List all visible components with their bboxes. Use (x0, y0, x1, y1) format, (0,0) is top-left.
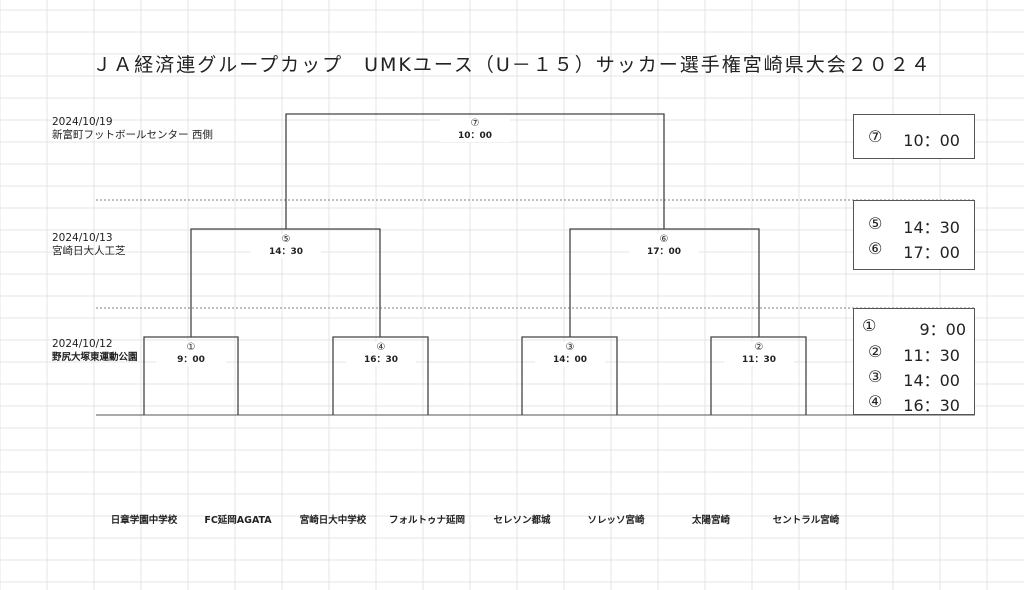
match-label-5: ⑤ 14：30 (251, 234, 321, 258)
team-name: 日章学園中学校 (110, 515, 178, 526)
match-label-3: ③ 14：00 (535, 342, 605, 366)
match-label-6: ⑥ 17：00 (629, 234, 699, 258)
round-venue: 野尻大塚東運動公園 (52, 352, 138, 363)
team-name: フォルトゥナ延岡 (388, 515, 465, 526)
page-title: ＪＡ経済連グループカップ UMKユース（U－１５）サッカー選手権宮崎県大会２０２… (92, 54, 932, 76)
team-name: セレソン都城 (493, 515, 551, 526)
schedule-box-final: ⑦ 10：00 (853, 114, 975, 159)
schedule-box-first: ① 9：00 ② 11：30 ③ 14：00 ④ 16：30 (853, 308, 975, 415)
match-line-7 (285, 113, 665, 229)
match-label-1: ① 9：00 (156, 342, 226, 366)
round-label-semi: 2024/10/13 宮崎日大人工芝 (52, 232, 126, 258)
match-label-4: ④ 16：30 (346, 342, 416, 366)
round-label-first: 2024/10/12 野尻大塚東運動公園 (52, 338, 138, 364)
round-label-final: 2024/10/19 新富町フットボールセンター 西側 (52, 116, 213, 142)
team-name: セントラル宮崎 (772, 515, 840, 526)
schedule-box-semi: ⑤ 14：30 ⑥ 17：00 (853, 200, 975, 270)
team-name: 太陽宮崎 (691, 515, 730, 526)
round-date: 2024/10/19 (52, 116, 113, 128)
match-label-7: ⑦ 10：00 (440, 118, 510, 142)
match-label-2: ② 11：30 (724, 342, 794, 366)
round-venue: 新富町フットボールセンター 西側 (52, 129, 213, 141)
team-name: 宮崎日大中学校 (299, 515, 367, 526)
team-name: ソレッソ宮崎 (587, 515, 645, 526)
team-name: FC延岡AGATA (204, 515, 272, 526)
round-date: 2024/10/12 (52, 338, 113, 350)
round-date: 2024/10/13 (52, 232, 113, 244)
round-venue: 宮崎日大人工芝 (52, 245, 126, 257)
